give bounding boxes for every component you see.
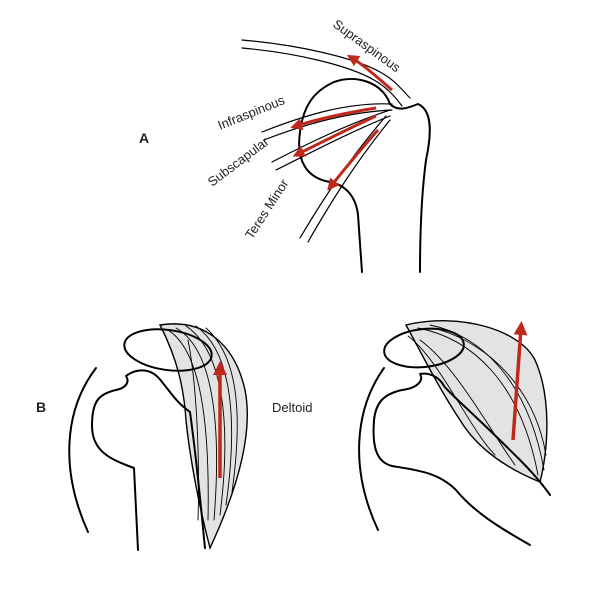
supraspinous-arrow	[346, 54, 393, 92]
glenoid-arc-right	[358, 367, 385, 531]
panel-a: A Supraspinous Infraspinous	[139, 16, 431, 273]
humerus-bone-b-left	[91, 369, 206, 551]
teres-minor-arrow	[327, 128, 380, 191]
supraspinous-tendon	[241, 39, 411, 107]
teres-minor-tendon	[299, 115, 391, 243]
subscapular-arrow	[292, 114, 377, 157]
label-subscapular: Subscapular	[205, 134, 272, 190]
panel-b-right	[358, 320, 551, 546]
subscapular-tendon	[271, 109, 391, 171]
acromion-left	[123, 328, 213, 372]
deltoid-muscle-left	[158, 323, 248, 551]
infraspinous-arrow	[290, 106, 377, 130]
panel-b-label: B	[36, 399, 46, 415]
glenoid-arc-left	[68, 367, 97, 533]
deltoid-arrow-right	[511, 321, 528, 441]
label-deltoid: Deltoid	[272, 400, 312, 415]
deltoid-muscle-right	[404, 320, 548, 483]
humerus-bone-a	[298, 78, 431, 273]
panel-b-left: B Deltoid	[36, 323, 312, 551]
humerus-bone-b-right	[372, 372, 551, 546]
panel-a-label: A	[139, 130, 149, 146]
label-teres-minor: Teres Minor	[242, 176, 292, 242]
acromion-right	[383, 327, 465, 369]
infraspinous-tendon	[261, 103, 393, 141]
